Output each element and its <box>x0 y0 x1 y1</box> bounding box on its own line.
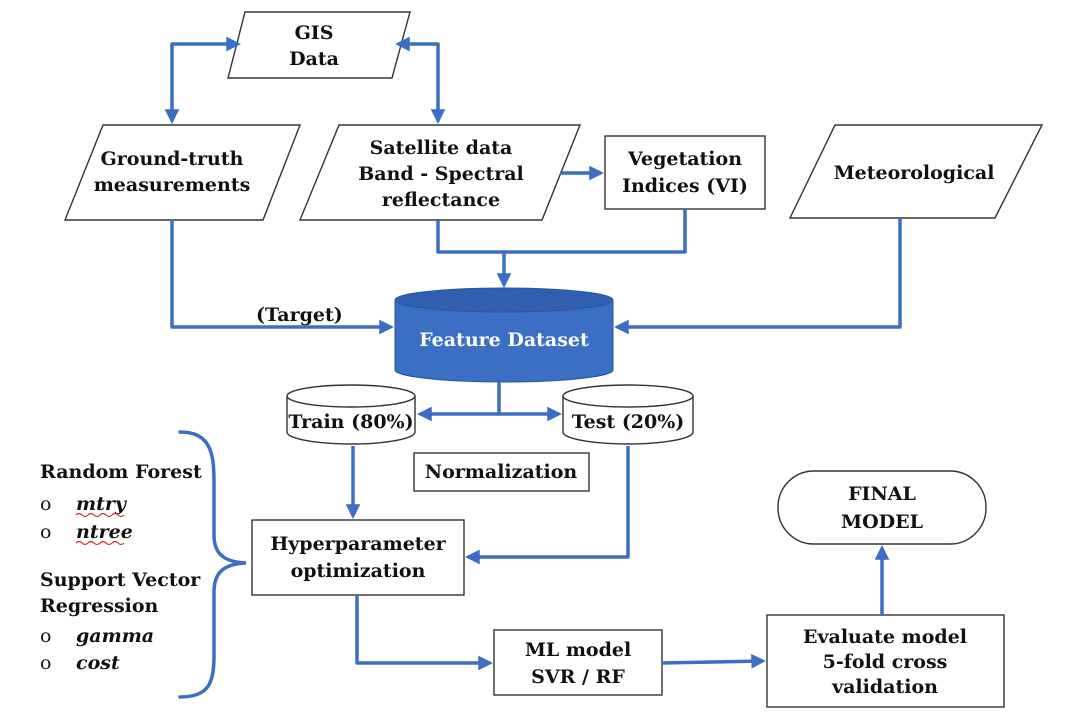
svr-title-line2: Regression <box>40 595 159 617</box>
vegetation-indices-node: Vegetation Indices (VI) <box>604 135 766 210</box>
rf-bullet-2: o <box>40 521 51 543</box>
arrow-groundtruth-feature <box>170 220 394 335</box>
final-model-node: FINAL MODEL <box>777 470 987 545</box>
ground-truth-label-line1: Ground-truth <box>101 148 244 170</box>
rf-title: Random Forest <box>40 461 202 483</box>
rf-bullet-1: o <box>40 493 51 515</box>
feature-dataset-node: Feature Dataset <box>394 287 614 383</box>
evaluate-model-node: Evaluate model 5-fold cross validation <box>766 614 1005 708</box>
normalization-node: Normalization <box>413 452 590 492</box>
ground-truth-node: Ground-truth measurements <box>63 124 302 221</box>
satellite-label-line3: reflectance <box>382 189 500 211</box>
test-node: Test (20%) <box>562 384 694 445</box>
rf-item-mtry: mtry <box>76 493 128 515</box>
hyperparameter-label-line1: Hyperparameter <box>270 533 446 555</box>
train-label: Train (80%) <box>288 411 413 433</box>
svr-item-gamma: gamma <box>76 625 154 647</box>
connectors <box>164 36 902 671</box>
ml-model-node: ML model SVR / RF <box>493 629 663 696</box>
line-satellite-merge <box>436 209 687 254</box>
rf-mtry-underline <box>75 512 125 518</box>
parameter-list: Random Forest o mtry o ntree Support Vec… <box>40 461 202 674</box>
meteorological-label: Meteorological <box>834 162 995 184</box>
svr-bullet-2: o <box>40 652 51 674</box>
arrow-test-hyperparameter <box>465 446 630 565</box>
svr-bullet-1: o <box>40 625 51 647</box>
arrow-mlmodel-evaluate <box>661 653 766 669</box>
arrow-meteorological-feature <box>614 218 902 335</box>
gis-label-line1: GIS <box>295 22 334 44</box>
test-label: Test (20%) <box>572 411 685 433</box>
rf-ntree-underline <box>75 540 125 546</box>
satellite-label-line2: Band - Spectral <box>358 163 524 185</box>
target-label: (Target) <box>256 304 343 326</box>
rf-item-ntree: ntree <box>76 521 133 543</box>
normalization-label: Normalization <box>425 461 578 483</box>
parameter-brace <box>178 430 247 699</box>
satellite-label-line1: Satellite data <box>370 137 513 159</box>
svr-item-cost: cost <box>76 652 120 674</box>
gis-label-line2: Data <box>289 48 339 70</box>
arrow-hyperparameter-mlmodel <box>355 595 493 671</box>
final-model-label-line2: MODEL <box>841 511 923 533</box>
train-node: Train (80%) <box>286 384 416 445</box>
arrow-gis-satellite <box>395 36 446 124</box>
ground-truth-label-line2: measurements <box>94 174 251 196</box>
evaluate-label-line2: 5-fold cross <box>823 651 948 673</box>
vegetation-label-line1: Vegetation <box>627 148 742 170</box>
evaluate-label-line3: validation <box>831 676 938 698</box>
meteorological-node: Meteorological <box>788 124 1044 219</box>
svr-title-line1: Support Vector <box>40 569 201 591</box>
evaluate-label-line1: Evaluate model <box>803 626 967 648</box>
satellite-data-node: Satellite data Band - Spectral reflectan… <box>298 124 582 221</box>
ml-model-label-line1: ML model <box>525 639 631 661</box>
vegetation-label-line2: Indices (VI) <box>622 175 748 197</box>
ml-model-label-line2: SVR / RF <box>531 666 625 688</box>
arrow-gis-groundtruth <box>164 36 241 124</box>
gis-data-node: GIS Data <box>227 11 411 79</box>
feature-dataset-label: Feature Dataset <box>419 329 589 351</box>
hyperparameter-node: Hyperparameter optimization <box>251 519 465 596</box>
final-model-label-line1: FINAL <box>848 483 916 505</box>
hyperparameter-label-line2: optimization <box>291 560 426 582</box>
